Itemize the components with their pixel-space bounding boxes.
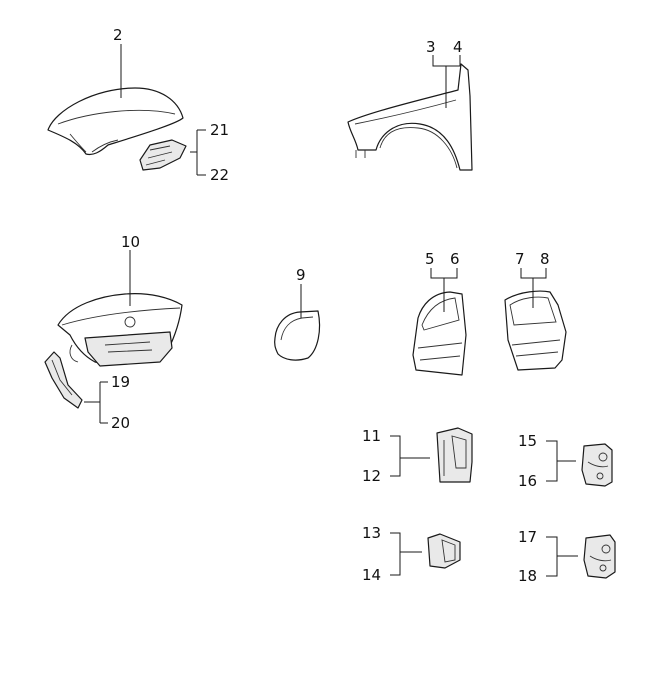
- rear-lower-hinge-part: [583, 534, 616, 579]
- callout-front-lower-hinge-a: 13: [362, 524, 381, 542]
- rear-door-part: [504, 290, 567, 371]
- callout-front-door-a: 5: [425, 250, 435, 268]
- callout-rear-upper-hinge-a: 15: [518, 432, 537, 450]
- front-lower-hinge-part: [427, 533, 461, 569]
- front-upper-hinge-bracket: [390, 435, 430, 477]
- rear-upper-hinge-bracket: [546, 440, 576, 482]
- callout-rear-door-a: 7: [515, 250, 525, 268]
- callout-front-upper-hinge-b: 12: [362, 467, 381, 485]
- trunk-hinge-bracket: [84, 381, 108, 424]
- trunk-lid-part: [57, 293, 183, 367]
- front-upper-hinge-part: [436, 427, 473, 483]
- fuel-door-part: [274, 310, 321, 361]
- callout-trunk-hinge-b: 20: [111, 414, 130, 432]
- callout-trunk-lid: 10: [121, 233, 140, 251]
- callout-rear-lower-hinge-b: 18: [518, 567, 537, 585]
- callout-front-door-b: 6: [450, 250, 460, 268]
- hood-hinge-bracket: [190, 129, 206, 176]
- front-door-part: [412, 291, 467, 376]
- callout-fender-b: 4: [453, 38, 463, 56]
- callout-front-upper-hinge-a: 11: [362, 427, 381, 445]
- front-lower-hinge-bracket: [390, 532, 422, 576]
- callout-hood-hinge-a: 21: [210, 121, 229, 139]
- callout-fuel-door: 9: [296, 266, 306, 284]
- callout-fender-a: 3: [426, 38, 436, 56]
- callout-hood: 2: [113, 26, 123, 44]
- rear-lower-hinge-bracket: [546, 536, 578, 577]
- callout-rear-door-b: 8: [540, 250, 550, 268]
- fender-bracket: [432, 55, 461, 108]
- callout-front-lower-hinge-b: 14: [362, 566, 381, 584]
- hood-hinge-part: [139, 139, 187, 171]
- callout-trunk-hinge-a: 19: [111, 373, 130, 391]
- callout-hood-hinge-b: 22: [210, 166, 229, 184]
- rear-upper-hinge-part: [581, 443, 613, 487]
- front-door-bracket: [430, 268, 458, 312]
- callout-rear-upper-hinge-b: 16: [518, 472, 537, 490]
- callout-rear-lower-hinge-a: 17: [518, 528, 537, 546]
- rear-door-bracket: [520, 268, 547, 308]
- fender-part: [347, 63, 473, 171]
- hood-part: [47, 87, 184, 156]
- trunk-hinge-part: [44, 351, 83, 409]
